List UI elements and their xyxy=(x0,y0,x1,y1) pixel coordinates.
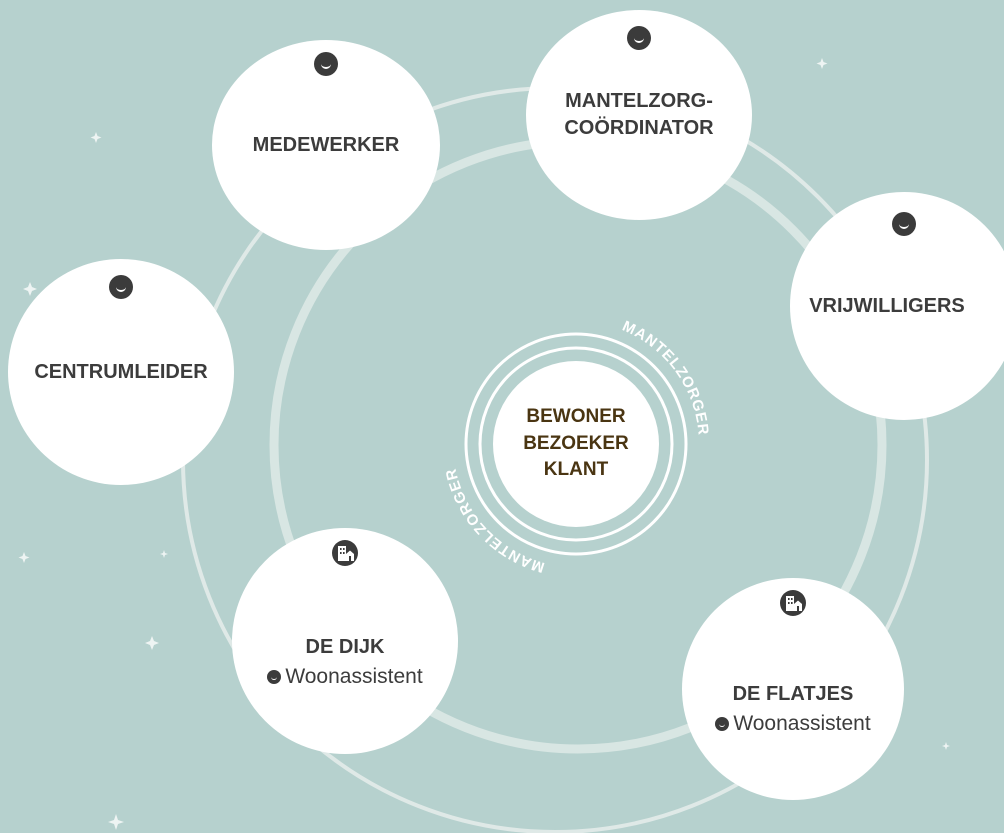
center-node: BEWONER BEZOEKER KLANT xyxy=(493,361,659,527)
person-icon xyxy=(715,716,730,731)
node-medewerker: MEDEWERKER xyxy=(212,40,440,250)
center-label: BEWONER BEZOEKER KLANT xyxy=(523,406,629,481)
node-de-flatjes-sub: Woonassistent xyxy=(715,711,871,736)
node-mantelzorg-coordinator: MANTELZORG- COÖRDINATOR xyxy=(526,10,752,220)
node-vrijwilligers-label: VRIJWILLIGERS xyxy=(809,294,965,317)
node-de-dijk-sub-label: Woonassistent xyxy=(285,664,423,688)
person-icon xyxy=(314,52,338,76)
person-icon xyxy=(267,669,282,684)
node-vrijwilligers: VRIJWILLIGERS xyxy=(790,192,1004,420)
node-de-dijk-label: DE DIJK xyxy=(305,635,385,658)
node-medewerker-label: MEDEWERKER xyxy=(252,133,400,156)
node-de-flatjes: DE FLATJES Woonassistent xyxy=(682,578,904,800)
person-icon xyxy=(892,212,916,236)
node-de-dijk-sub: Woonassistent xyxy=(267,664,423,689)
building-icon xyxy=(780,590,806,616)
person-icon xyxy=(109,275,133,299)
center-inner-ring xyxy=(478,346,674,542)
node-de-flatjes-sub-label: Woonassistent xyxy=(733,711,871,735)
node-centrumleider-label: CENTRUMLEIDER xyxy=(34,360,208,383)
building-icon xyxy=(332,540,358,566)
node-de-dijk: DE DIJK Woonassistent xyxy=(232,528,458,754)
node-mantelzorg-coordinator-label: MANTELZORG- COÖRDINATOR xyxy=(564,90,714,139)
node-centrumleider: CENTRUMLEIDER xyxy=(8,259,234,485)
sparkles xyxy=(18,58,950,830)
center-outer-ring xyxy=(464,332,688,556)
node-de-flatjes-label: DE FLATJES xyxy=(732,682,854,705)
person-icon xyxy=(627,26,651,50)
